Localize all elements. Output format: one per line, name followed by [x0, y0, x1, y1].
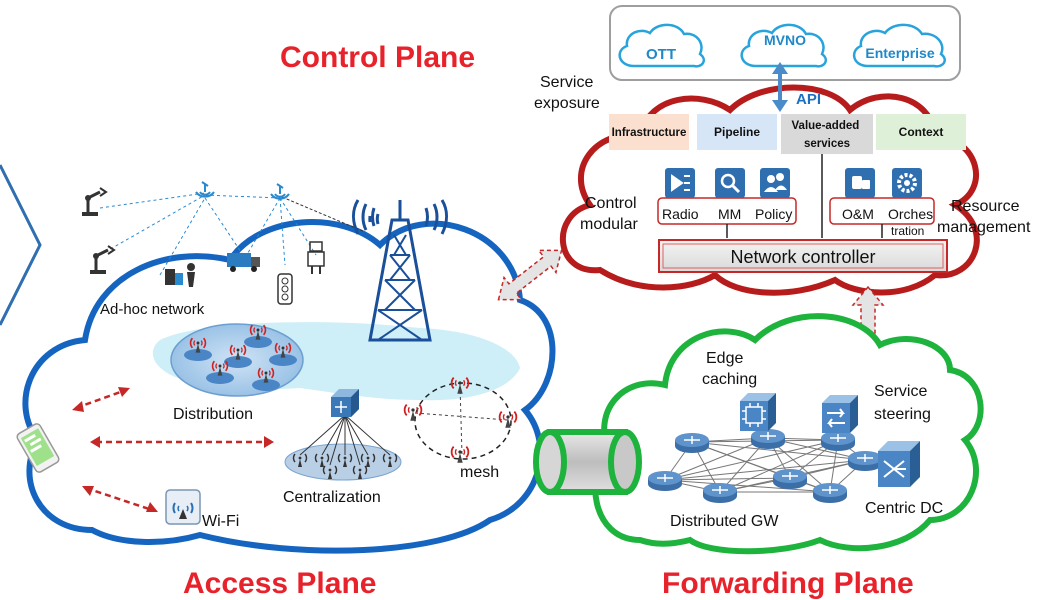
- router-icon: [847, 450, 883, 472]
- chevron-right-icon: [0, 164, 42, 326]
- truck-icon: [227, 253, 260, 272]
- access-link-arrows: [75, 388, 268, 512]
- router-icon: [772, 468, 808, 490]
- adhoc-network-label: Ad-hoc network: [100, 301, 205, 318]
- orchestration-module-label: Orches: [888, 206, 933, 222]
- control-access-link-arrow: [497, 249, 563, 301]
- forwarding-cloud: [592, 313, 984, 555]
- forwarding-plane-title: Forwarding Plane: [662, 567, 914, 600]
- worker-icon: [165, 263, 195, 287]
- router-icon: [750, 428, 786, 450]
- smartphone-icon: [16, 423, 60, 473]
- wifi-label: Wi-Fi: [202, 513, 239, 530]
- radio-module-label: Radio: [662, 206, 699, 222]
- svg-text:Infrastructure: Infrastructure: [612, 127, 687, 139]
- centralization-label: Centralization: [283, 489, 381, 506]
- control-plane-title: Control Plane: [280, 41, 475, 74]
- cell-tower-icon: [352, 199, 448, 342]
- tab-infrastructure: [609, 114, 689, 150]
- robot-arm-icon: [90, 245, 116, 274]
- control-modular-label: Control modular: [580, 195, 641, 233]
- traffic-light-icon: [277, 273, 293, 305]
- centric-dc-label: Centric DC: [865, 500, 943, 517]
- orchestration-suffix-label: tration: [891, 224, 924, 238]
- centric-dc-icon: [878, 441, 920, 487]
- policy-module-icon: [760, 168, 790, 198]
- svg-text:OTT: OTT: [646, 46, 676, 63]
- adhoc-link-to-tower: [281, 196, 366, 233]
- api-label: API: [796, 91, 821, 108]
- network-controller-label: Network controller: [730, 247, 875, 267]
- arrowheads: [72, 387, 274, 512]
- robot-icon: [307, 241, 325, 274]
- service-cloud-mvno: MVNO: [740, 23, 827, 68]
- service-steering-label: Service steering: [874, 383, 932, 423]
- resource-management-label: Resource management: [937, 198, 1031, 236]
- mm-module-icon: [715, 168, 745, 198]
- distribution-label: Distribution: [173, 406, 253, 423]
- wifi-ap-icon: [165, 489, 201, 525]
- edge-caching-icon: [740, 393, 776, 431]
- access-forwarding-tube: [533, 429, 642, 495]
- distribution-cluster: [170, 323, 304, 397]
- service-steering-icon: [822, 395, 858, 433]
- svg-text:Pipeline: Pipeline: [714, 125, 760, 139]
- edge-caching-label: Edge caching: [702, 350, 757, 388]
- tab-value-added-label: Value-added services: [792, 120, 863, 150]
- centralization-cluster: [284, 389, 402, 481]
- api-arrow: [772, 62, 788, 112]
- wifi-icon: [195, 181, 215, 198]
- tab-context: [876, 114, 966, 150]
- access-plane-title: Access Plane: [183, 567, 376, 600]
- service-cloud-enterprise: Enterprise: [852, 23, 946, 68]
- service-cloud-ott: OTT: [618, 23, 705, 68]
- distributed-gw-label: Distributed GW: [670, 513, 779, 530]
- svg-text:Context: Context: [899, 125, 944, 139]
- mm-module-label: MM: [718, 206, 741, 222]
- network-controller-bar: [658, 239, 948, 273]
- router-icon: [647, 470, 683, 492]
- router-icon: [820, 430, 856, 452]
- tab-value-added-services: [781, 114, 873, 154]
- om-module-label: O&M: [842, 206, 874, 222]
- mesh-cluster: [403, 376, 518, 464]
- svg-text:MVNO: MVNO: [764, 32, 806, 48]
- policy-module-label: Policy: [755, 206, 792, 222]
- mesh-label: mesh: [460, 464, 499, 481]
- robot-arm-icon: [82, 187, 108, 216]
- service-exposure-label: Service exposure: [534, 74, 600, 112]
- svg-text:Enterprise: Enterprise: [865, 45, 934, 61]
- router-icon: [674, 432, 710, 454]
- tab-pipeline: [697, 114, 777, 150]
- wifi-icon: [270, 183, 290, 200]
- router-icon: [812, 482, 848, 504]
- router-icon: [702, 482, 738, 504]
